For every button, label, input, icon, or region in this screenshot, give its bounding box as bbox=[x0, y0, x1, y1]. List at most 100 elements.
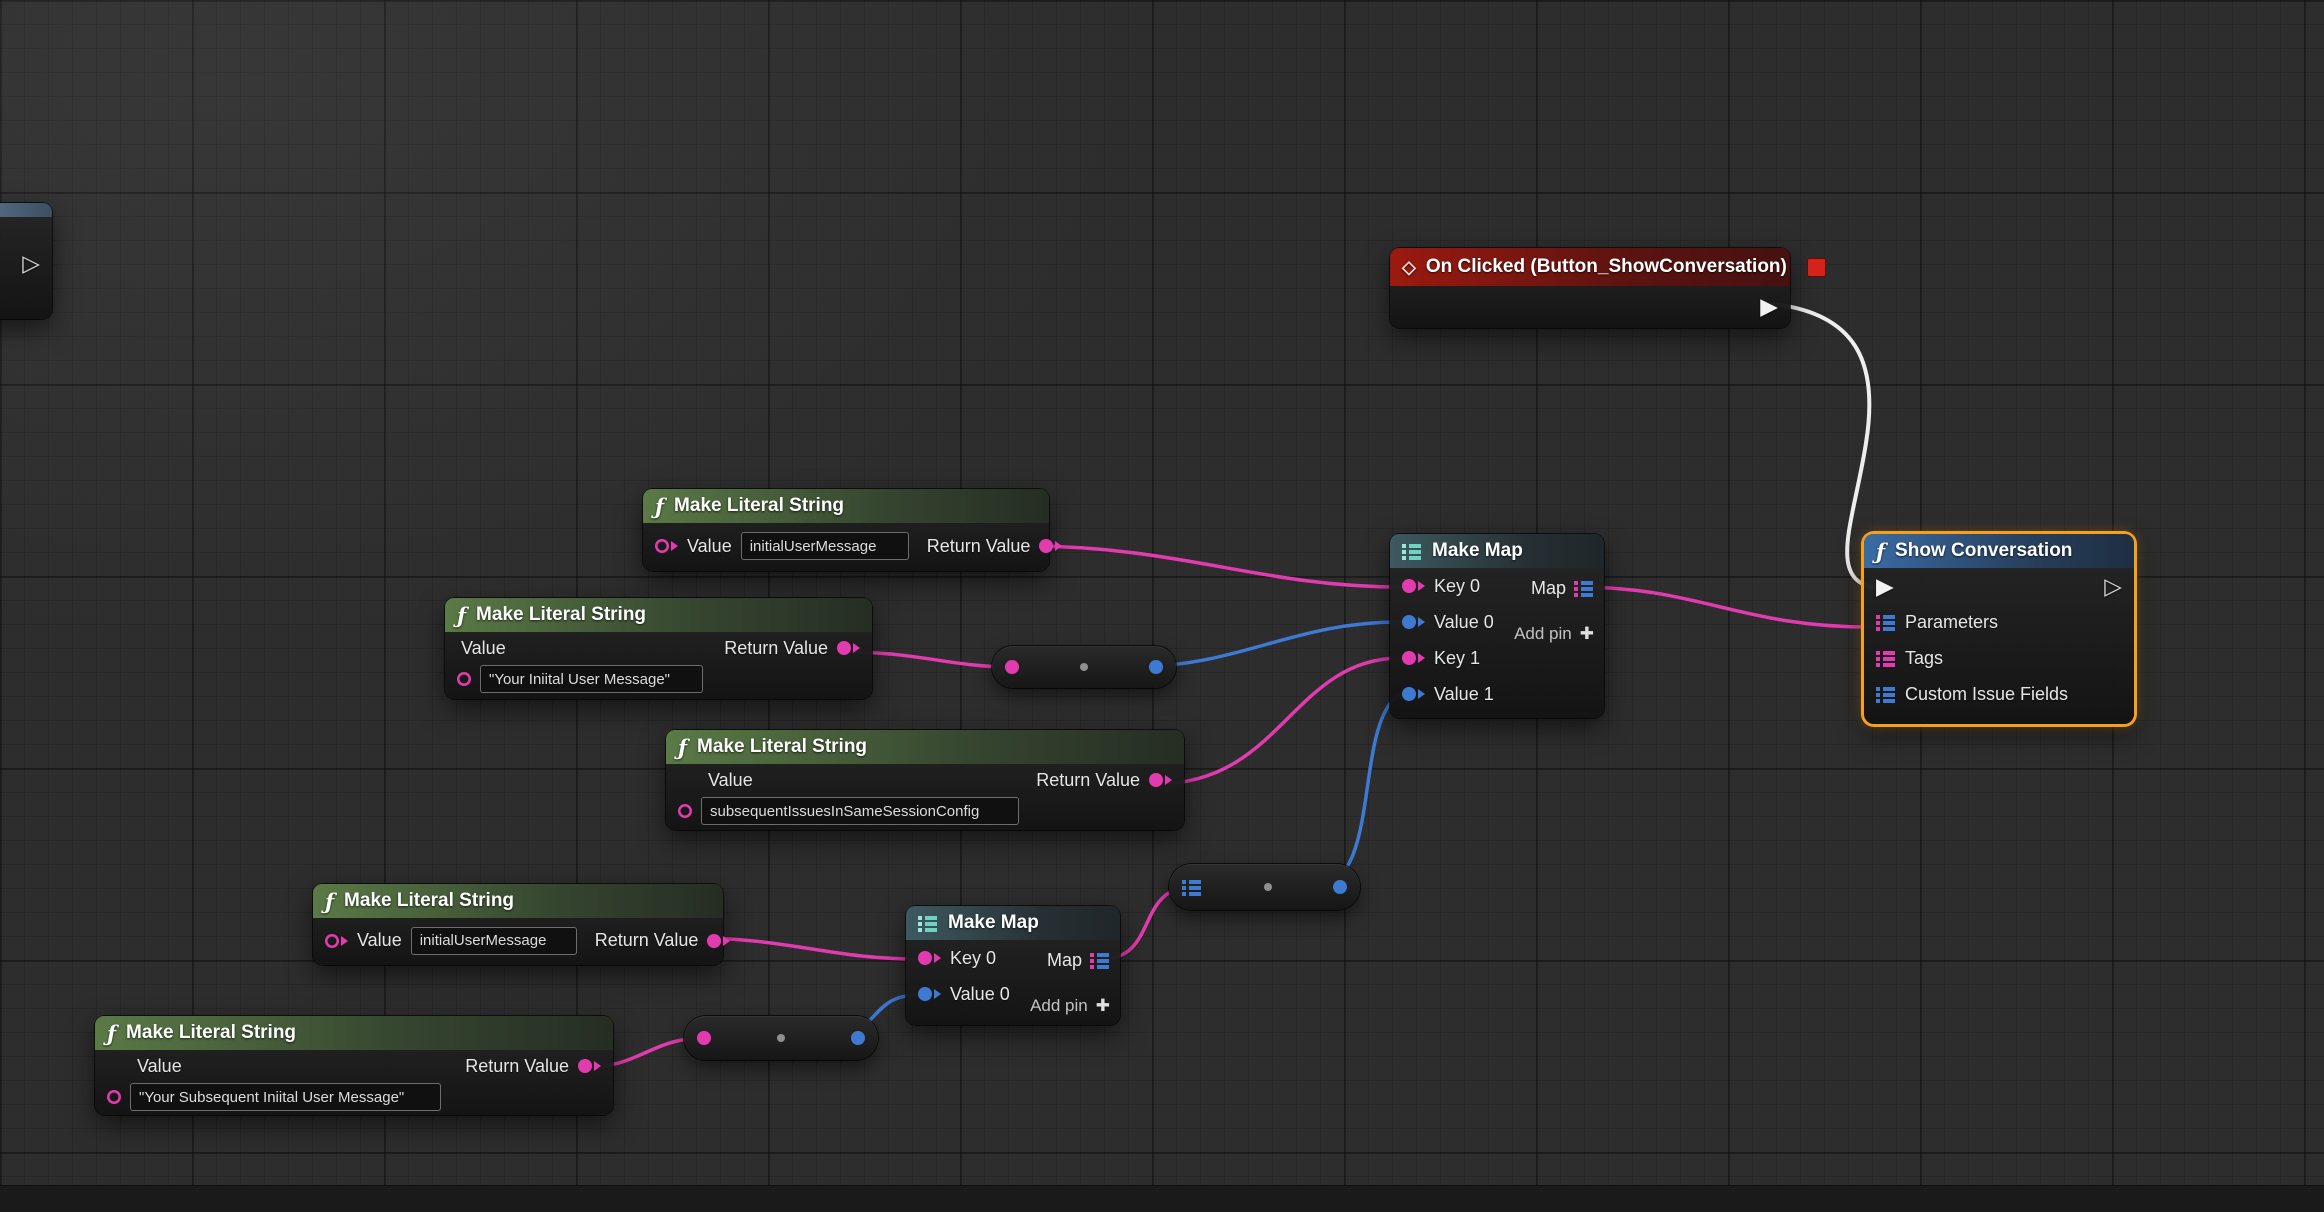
reroute-in-pin[interactable] bbox=[1005, 660, 1019, 674]
wire-string-mls1-to-mm1-key0[interactable] bbox=[1027, 546, 1400, 587]
pin-row: Value Return Value bbox=[95, 1050, 613, 1082]
node-show-conversation[interactable]: ƒ Show Conversation ▶ ▷ Parameters Tags … bbox=[1864, 534, 2134, 724]
plus-icon: ✚ bbox=[1096, 996, 1110, 1016]
node-header[interactable]: Make Map bbox=[906, 906, 1120, 940]
value1-pin[interactable] bbox=[1402, 687, 1425, 701]
pin-row-value1: Value 1 bbox=[1390, 676, 1604, 712]
node-header[interactable]: ƒ Make Literal String bbox=[313, 884, 723, 918]
exec-out-pin[interactable]: ▷ bbox=[22, 252, 40, 275]
exec-row: ▶ ▷ bbox=[1864, 568, 2134, 604]
value-label: Value bbox=[137, 1056, 182, 1077]
function-icon: ƒ bbox=[325, 891, 334, 912]
key1-pin[interactable] bbox=[1402, 651, 1425, 665]
pin-row: Value Return Value bbox=[643, 523, 1049, 569]
node-header[interactable]: ƒ Show Conversation bbox=[1864, 534, 2134, 568]
map-output[interactable]: Map bbox=[1047, 950, 1110, 971]
plus-icon: ✚ bbox=[1580, 624, 1594, 644]
value-label: Value bbox=[687, 536, 732, 557]
node-make-literal-string-3[interactable]: ƒ Make Literal String Value Return Value bbox=[666, 730, 1184, 830]
node-make-literal-string-5[interactable]: ƒ Make Literal String Value Return Value bbox=[95, 1016, 613, 1115]
value-input[interactable] bbox=[741, 532, 909, 560]
node-title: On Clicked (Button_ShowConversation) bbox=[1426, 256, 1787, 278]
add-pin-label: Add pin bbox=[1514, 624, 1572, 644]
node-title: Make Literal String bbox=[674, 495, 844, 517]
value-row bbox=[666, 796, 1184, 826]
add-pin-button[interactable]: Add pin ✚ bbox=[1514, 624, 1594, 644]
delegate-pin[interactable] bbox=[1807, 258, 1826, 277]
key0-pin[interactable] bbox=[1402, 579, 1425, 593]
reroute-pill-3[interactable] bbox=[684, 1016, 878, 1060]
string-output-pin[interactable] bbox=[1039, 539, 1062, 553]
function-icon: ƒ bbox=[457, 605, 466, 626]
node-on-clicked-event[interactable]: ◇ On Clicked (Button_ShowConversation) ▶ bbox=[1390, 248, 1790, 328]
value-label: Value bbox=[357, 930, 402, 951]
string-input-pin[interactable] bbox=[107, 1090, 121, 1104]
pin-row-key1: Key 1 bbox=[1390, 640, 1604, 676]
key0-label: Key 0 bbox=[950, 948, 996, 969]
reroute-out-pin[interactable] bbox=[851, 1031, 865, 1045]
map-output-pin-icon[interactable] bbox=[1574, 580, 1594, 597]
wire-string-mls3-to-mm1-key1[interactable] bbox=[1156, 658, 1400, 784]
key0-pin[interactable] bbox=[918, 951, 941, 965]
node-header[interactable]: ƒ Make Literal String bbox=[445, 598, 872, 632]
node-title: Make Map bbox=[948, 912, 1039, 934]
node-header[interactable]: ◇ On Clicked (Button_ShowConversation) bbox=[1390, 248, 1790, 286]
value-input[interactable] bbox=[411, 927, 577, 955]
reroute-pill-2[interactable] bbox=[1169, 864, 1360, 910]
map-output[interactable]: Map bbox=[1531, 578, 1594, 599]
node-make-literal-string-4[interactable]: ƒ Make Literal String Value Return Value bbox=[313, 884, 723, 965]
custom-issue-fields-label: Custom Issue Fields bbox=[1905, 684, 2068, 705]
string-input-pin[interactable] bbox=[678, 804, 692, 818]
tags-array-pin-icon[interactable] bbox=[1876, 650, 1896, 667]
exec-in-pin[interactable]: ▶ bbox=[1876, 575, 1894, 598]
return-value-label: Return Value bbox=[465, 1056, 569, 1077]
value0-pin[interactable] bbox=[918, 987, 941, 1001]
wire-wildcard-pill2-to-mm1-value1[interactable] bbox=[1314, 694, 1400, 887]
node-header[interactable] bbox=[0, 203, 52, 217]
value0-label: Value 0 bbox=[950, 984, 1010, 1005]
reroute-in-map-pin-icon[interactable] bbox=[1182, 879, 1202, 896]
parameters-map-pin-icon[interactable] bbox=[1876, 614, 1896, 631]
string-output-pin[interactable] bbox=[578, 1059, 601, 1073]
map-icon bbox=[1402, 543, 1422, 560]
custom-issue-fields-pin-icon[interactable] bbox=[1876, 686, 1896, 703]
exec-out-pin[interactable]: ▷ bbox=[2104, 575, 2122, 598]
string-input-pin[interactable] bbox=[325, 934, 348, 948]
reroute-out-pin[interactable] bbox=[1149, 660, 1163, 674]
return-value-label: Return Value bbox=[724, 638, 828, 659]
node-header[interactable]: ƒ Make Literal String bbox=[95, 1016, 613, 1050]
map-output-pin-icon[interactable] bbox=[1090, 952, 1110, 969]
value-input[interactable] bbox=[480, 665, 703, 693]
value1-label: Value 1 bbox=[1434, 684, 1494, 705]
string-output-pin[interactable] bbox=[1149, 773, 1172, 787]
value-label: Value bbox=[708, 770, 753, 791]
reroute-in-pin[interactable] bbox=[697, 1031, 711, 1045]
return-value-label: Return Value bbox=[1036, 770, 1140, 791]
function-icon: ƒ bbox=[655, 496, 664, 517]
function-icon: ƒ bbox=[678, 737, 687, 758]
add-pin-button[interactable]: Add pin ✚ bbox=[1030, 996, 1110, 1016]
pin-row-parameters: Parameters bbox=[1864, 604, 2134, 640]
node-make-literal-string-1[interactable]: ƒ Make Literal String Value Return Value bbox=[643, 489, 1049, 571]
reroute-out-pin[interactable] bbox=[1333, 880, 1347, 894]
node-header[interactable]: ƒ Make Literal String bbox=[643, 489, 1049, 523]
string-output-pin[interactable] bbox=[707, 934, 730, 948]
reroute-pill-1[interactable] bbox=[992, 646, 1176, 688]
node-title: Make Literal String bbox=[126, 1022, 296, 1044]
string-input-pin[interactable] bbox=[457, 672, 471, 686]
wire-string-mm1-map-to-parameters[interactable] bbox=[1578, 587, 1874, 627]
string-output-pin[interactable] bbox=[837, 641, 860, 655]
node-make-literal-string-2[interactable]: ƒ Make Literal String Value Return Value bbox=[445, 598, 872, 699]
value-input[interactable] bbox=[701, 797, 1019, 825]
exec-out-pin[interactable]: ▶ bbox=[1760, 295, 1778, 318]
reroute-dot bbox=[1080, 663, 1088, 671]
value0-pin[interactable] bbox=[1402, 615, 1425, 629]
node-header[interactable]: Make Map bbox=[1390, 534, 1604, 568]
node-partial-left[interactable]: ▷ bbox=[0, 203, 52, 319]
node-make-map-2[interactable]: Make Map Key 0 Value 0 Map Add pin ✚ bbox=[906, 906, 1120, 1025]
node-make-map-1[interactable]: Make Map Key 0 Value 0 Key 1 Value 1 Map… bbox=[1390, 534, 1604, 718]
node-header[interactable]: ƒ Make Literal String bbox=[666, 730, 1184, 764]
value-input[interactable] bbox=[130, 1083, 441, 1111]
string-input-pin[interactable] bbox=[655, 539, 678, 553]
